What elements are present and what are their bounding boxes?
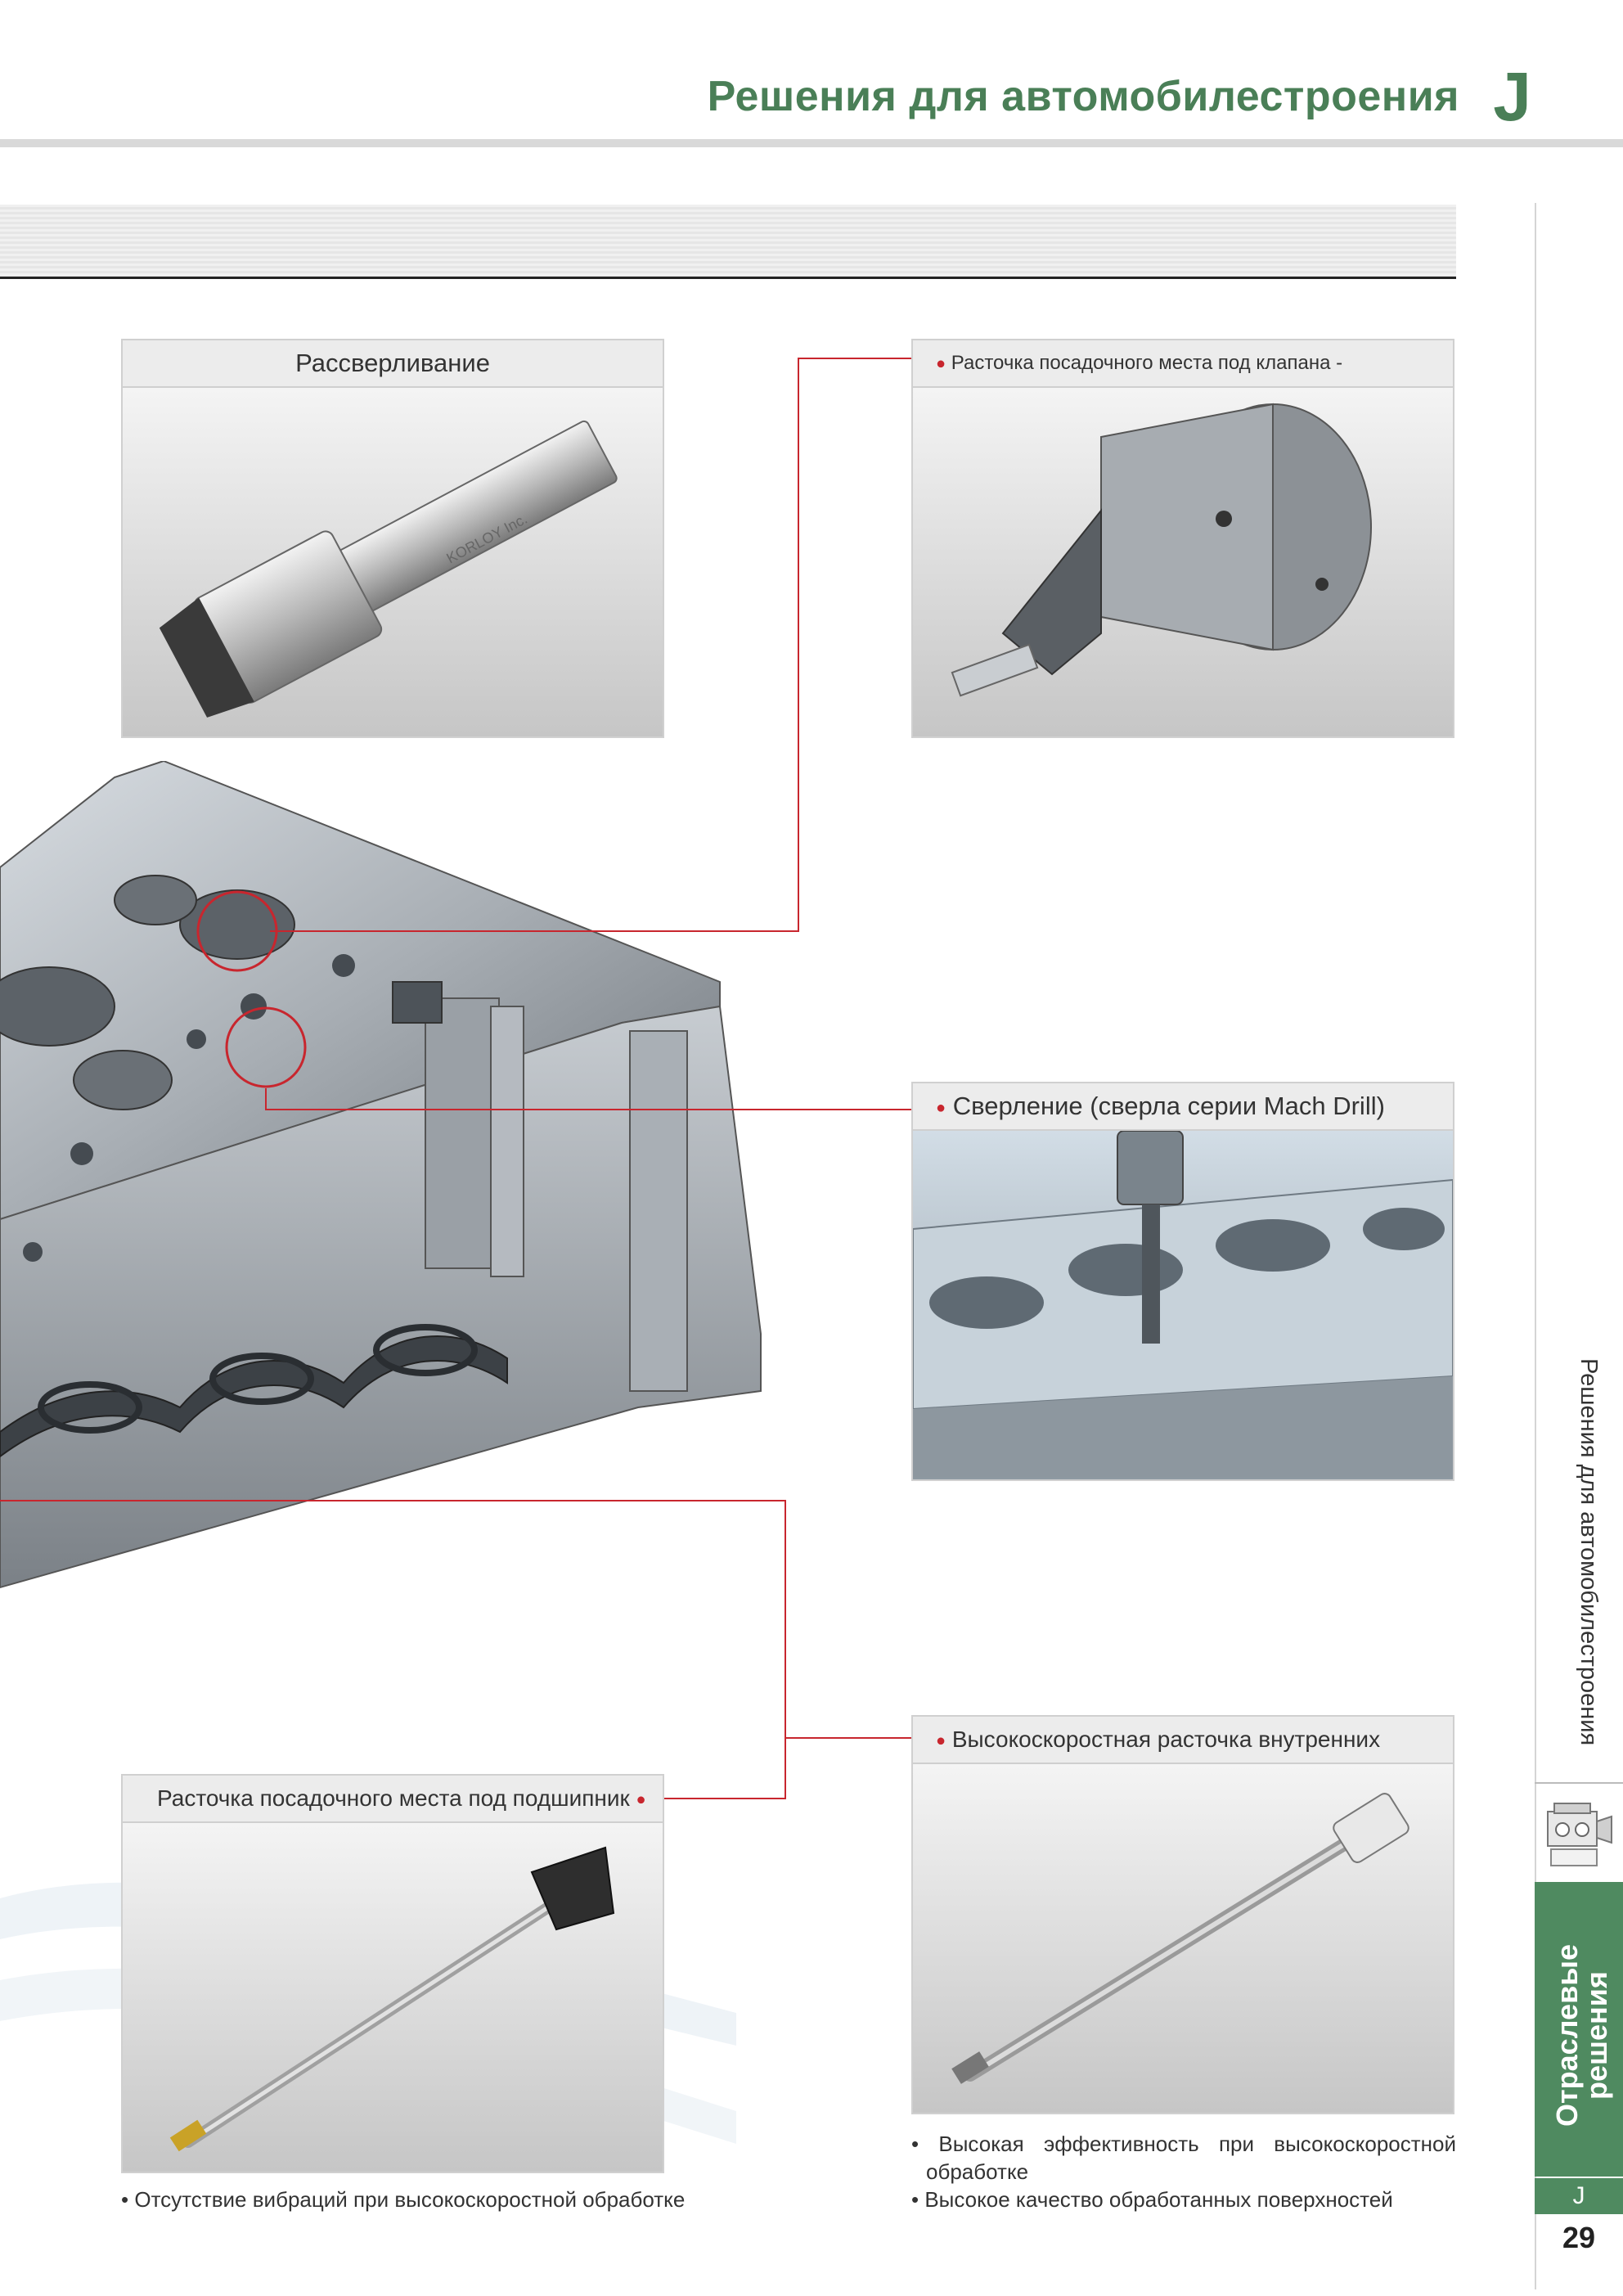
callout-bullet: ● (936, 1731, 946, 1750)
panel-drilling: ● Сверление (сверла серии Mach Drill) (911, 1082, 1454, 1481)
callout-bullet: ● (936, 1098, 946, 1117)
caption-bearing-seat-text: Отсутствие вибраций при высокоскоростной… (134, 2187, 686, 2212)
panel-bearing-seat: Расточка посадочного места под подшипник… (121, 1774, 664, 2173)
side-rule (1535, 203, 1536, 2289)
caption-item: • Высокая эффективность при высокоскорос… (911, 2131, 1456, 2186)
header-gradient-band (0, 205, 1456, 277)
panel-bearing-seat-image (123, 1823, 663, 2172)
car-engine-icon (1547, 1803, 1612, 1866)
callout-bullet: ● (636, 1790, 646, 1809)
caption-item-text: Высокая эффективность при высокоскоростн… (926, 2132, 1456, 2184)
cylinder-head-illustration (0, 761, 762, 1589)
caption-bullet: • (911, 2132, 919, 2156)
industry-tab[interactable] (1535, 1882, 1623, 2177)
section-letter: J (1493, 58, 1531, 135)
page-title: Решения для автомобилестроения (707, 73, 1459, 120)
caption-item: • Высокое качество обработанных поверхно… (911, 2186, 1456, 2214)
panel-valve-seat: ● Расточка посадочного места под клапана… (911, 339, 1454, 738)
panel-reaming: Рассверливание KORLOY Inc. (121, 339, 664, 738)
panel-high-speed-boring: ● Высокоскоростная расточка внутренних о… (911, 1715, 1454, 2114)
panel-valve-seat-image (913, 388, 1453, 736)
section-tab-letter: J (1535, 2178, 1623, 2214)
caption-bearing-seat: • Отсутствие вибраций при высокоскоростн… (121, 2186, 694, 2214)
caption-item-text: Высокое качество обработанных поверхност… (924, 2186, 1393, 2212)
panel-drilling-image (912, 1130, 1454, 1479)
callout-bullet: ● (936, 354, 946, 373)
reamer-tool-image: KORLOY Inc. (159, 420, 618, 718)
panel-reaming-image: KORLOY Inc. (123, 388, 663, 736)
header-rule (0, 139, 1623, 147)
panel-bearing-seat-title: Расточка посадочного места под подшипник (157, 1785, 630, 1811)
panel-drilling-title: Сверление (сверла серии Mach Drill) (952, 1092, 1385, 1120)
side-section-label: Решения для автомобилестроения (1576, 1358, 1602, 1746)
panel-reaming-title: Рассверливание (123, 340, 663, 388)
drilling-cylinder-head-image (912, 1130, 1454, 1478)
caption-bullet: • (911, 2186, 919, 2212)
panel-high-speed-boring-image (913, 1764, 1453, 2113)
valve-seat-boring-tool-image (951, 403, 1372, 697)
page-number: 29 (1562, 2221, 1596, 2254)
caption-bullet: • (121, 2187, 129, 2212)
caption-high-speed-boring: • Высокая эффективность при высокоскорос… (911, 2131, 1456, 2213)
bearing-boring-bar-image (169, 1846, 615, 2152)
boring-bar-image (951, 1793, 1409, 2084)
side-divider (1535, 1782, 1623, 1784)
header-band-line (0, 277, 1456, 279)
